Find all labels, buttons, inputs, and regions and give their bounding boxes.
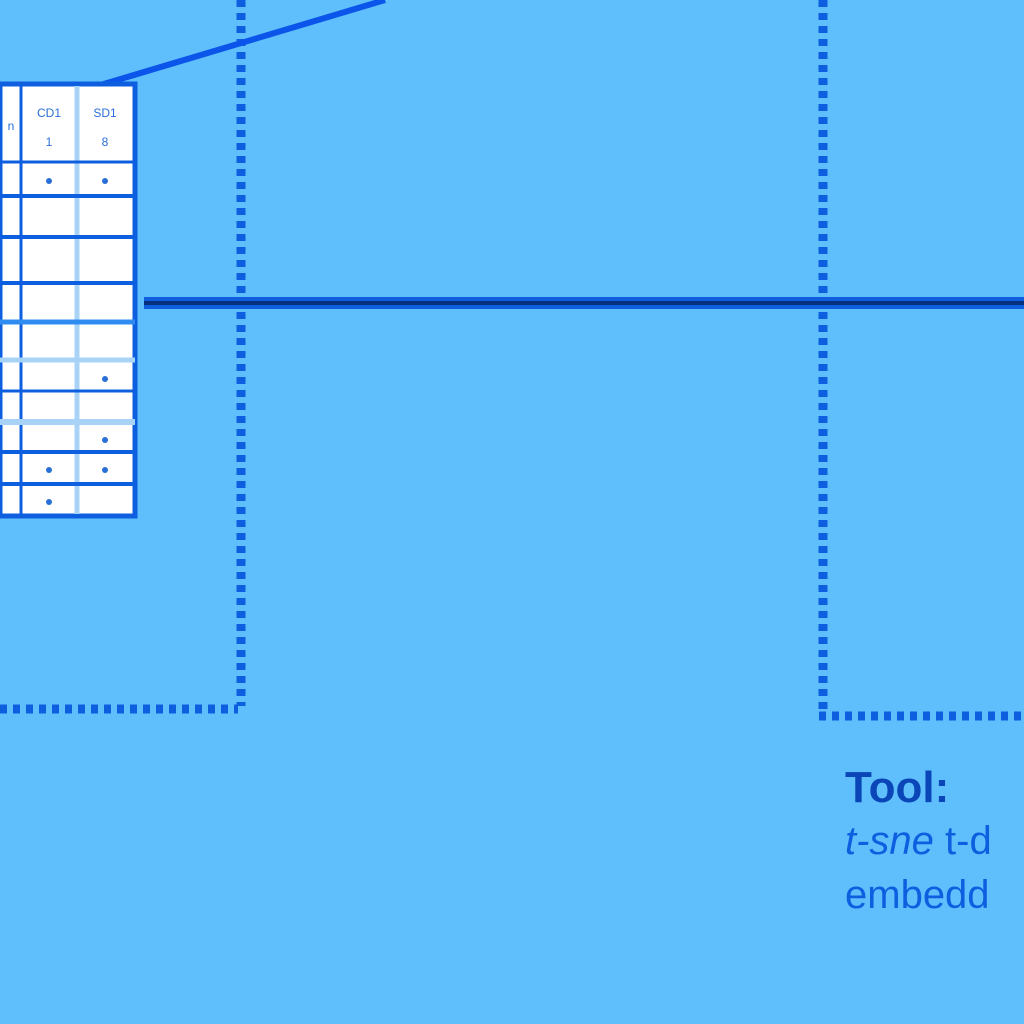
table-mark — [102, 376, 108, 382]
right-region-dotted-border — [818, 0, 1024, 721]
table-mark — [46, 467, 52, 473]
table-mark — [102, 467, 108, 473]
table-mark — [46, 178, 52, 184]
table-header-cell-0: n — [8, 119, 15, 133]
table-header-cell-2b: 8 — [102, 135, 109, 149]
tool-description-line-1: t-sne t-d — [845, 814, 1024, 868]
table-mark — [102, 178, 108, 184]
tool-description-rest: t-d — [933, 819, 992, 863]
tool-name-italic: t-sne — [845, 819, 934, 863]
tool-heading: Tool: — [845, 763, 950, 812]
table-mark — [102, 437, 108, 443]
tool-caption: Tool: t-sne t-d embedd — [845, 762, 1024, 922]
data-table: n CD1 1 SD1 8 — [0, 81, 138, 519]
table-header-cell-2a: SD1 — [93, 106, 117, 120]
tool-description-line-2: embedd — [845, 873, 990, 917]
left-region-dotted-border — [0, 0, 246, 714]
table-mark — [46, 499, 52, 505]
table-header-cell-1b: 1 — [46, 135, 53, 149]
table-header-cell-1a: CD1 — [37, 106, 61, 120]
